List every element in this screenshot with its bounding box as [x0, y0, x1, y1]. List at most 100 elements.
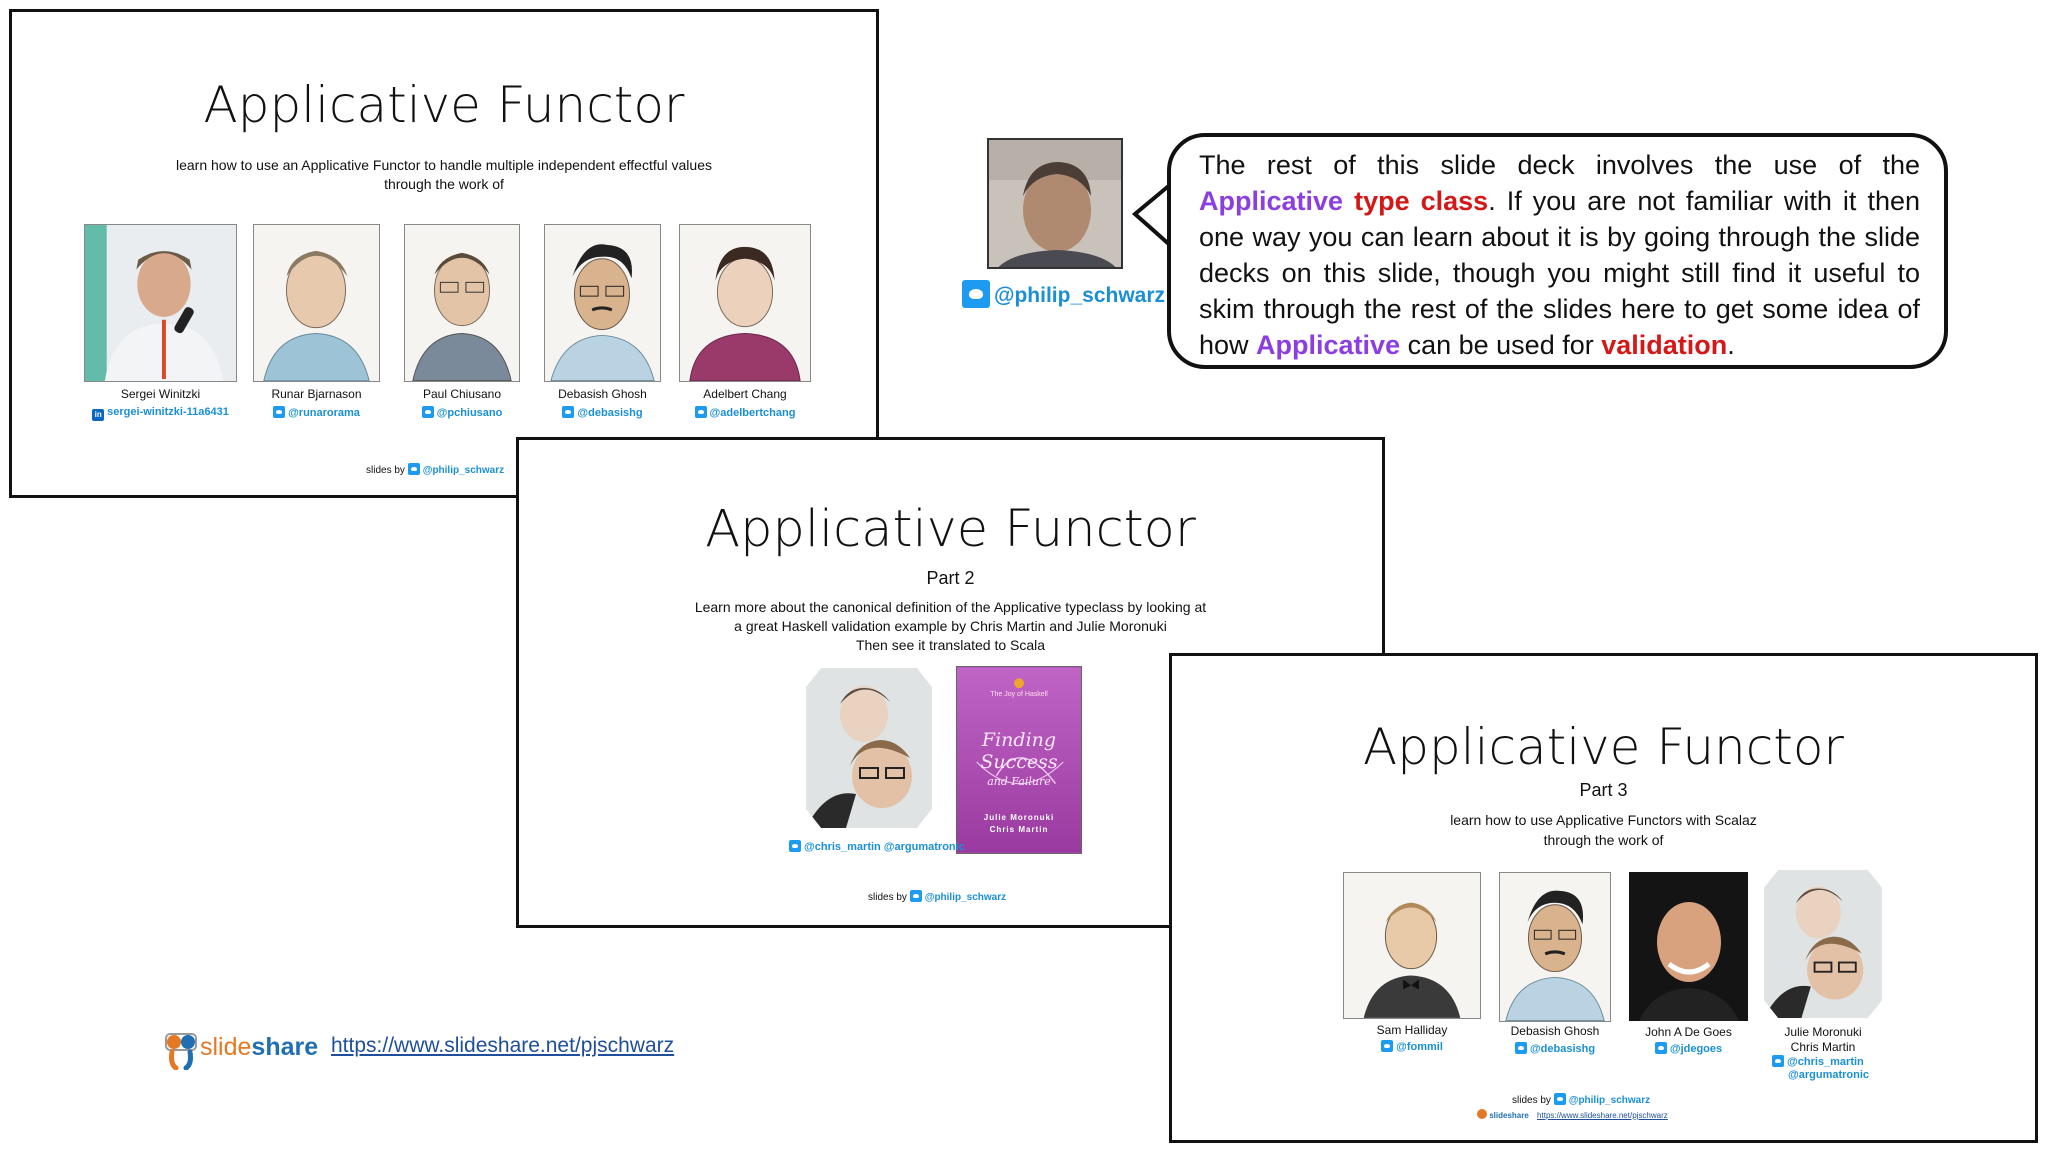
- slides-by-label: slides by: [1512, 1095, 1551, 1106]
- portrait-sergei-winitzki: [84, 224, 237, 382]
- slideshare-logo-icon: [1477, 1109, 1487, 1119]
- slide-subtitle: learn how to use an Applicative Functor …: [12, 156, 876, 194]
- slideshare-mini: slideshare https://www.slideshare.net/pj…: [1477, 1109, 1668, 1120]
- book-author: Julie Moronuki: [983, 813, 1055, 822]
- twitter-icon: [789, 840, 801, 852]
- book-title: Finding Success: [980, 729, 1058, 773]
- slideshare-mini-brand: slideshare: [1489, 1111, 1529, 1120]
- person-name: Runar Bjarnason: [271, 387, 362, 401]
- person-name: Paul Chiusano: [422, 387, 502, 401]
- slide-part3: Applicative Functor Part 3 learn how to …: [1169, 653, 2038, 1143]
- handles-link[interactable]: @chris_martin @argumatronic: [789, 840, 965, 853]
- portrait-paul-chiusano: [404, 224, 520, 382]
- twitter-icon: [909, 890, 922, 902]
- handle-link[interactable]: @jdegoes: [1629, 1042, 1748, 1055]
- twitter-icon: [1654, 1042, 1667, 1054]
- twitter-icon: [421, 406, 434, 418]
- bubble-text-part: can be used for: [1400, 330, 1602, 360]
- slides-by-handle[interactable]: @philip_schwarz: [1568, 1095, 1651, 1106]
- twitter-icon: [1772, 1055, 1784, 1067]
- twitter-icon: [1381, 1040, 1394, 1052]
- portrait-runar-bjarnason: [253, 224, 380, 382]
- slides-by-handle[interactable]: @philip_schwarz: [924, 892, 1007, 903]
- portrait-adelbert-chang: [679, 224, 811, 382]
- linkedin-icon: in: [92, 409, 105, 421]
- bubble-text-part: .: [1727, 330, 1735, 360]
- twitter-icon: [694, 406, 707, 418]
- handle-link[interactable]: @debasishg: [544, 406, 661, 419]
- slideshare-url-link[interactable]: https://www.slideshare.net/pjschwarz: [331, 1034, 675, 1057]
- highlight-applicative: Applicative: [1256, 330, 1401, 360]
- slideshare-mini-url[interactable]: https://www.slideshare.net/pjschwarz: [1537, 1111, 1668, 1120]
- slideshare-brand-part: share: [251, 1033, 319, 1061]
- slides-by: slides by @philip_schwarz: [868, 890, 1006, 903]
- slides-by-label: slides by: [366, 465, 405, 476]
- slideshare-brand-part: slide: [200, 1033, 252, 1061]
- twitter-icon: [273, 406, 286, 418]
- author-photo: [987, 138, 1123, 269]
- slide-description: Learn more about the canonical definitio…: [519, 598, 1382, 655]
- description-line: a great Haskell validation example by Ch…: [734, 618, 1167, 634]
- slideshare-brand: slideshare: [200, 1033, 318, 1062]
- book-cover: The Joy of Haskell Finding Success and F…: [956, 666, 1082, 854]
- person-name: John A De Goes: [1645, 1025, 1732, 1039]
- highlight-type-class: type class: [1354, 186, 1489, 216]
- author-handle-text: @philip_schwarz: [994, 284, 1166, 307]
- handle-text: @chris_martin @argumatronic: [804, 841, 965, 853]
- twitter-icon: [1553, 1093, 1566, 1105]
- author-handle[interactable]: @philip_schwarz: [962, 280, 1165, 308]
- portrait-debasish-ghosh: [1499, 872, 1611, 1022]
- handle-text: sergei-winitzki-11a6431: [107, 406, 229, 418]
- handle-text: @jdegoes: [1669, 1043, 1723, 1055]
- person-name: Sam Halliday: [1376, 1023, 1448, 1037]
- slides-by-label: slides by: [868, 892, 907, 903]
- handle-link[interactable]: @debasishg: [1499, 1042, 1611, 1055]
- handle-text: @debasishg: [1529, 1043, 1596, 1055]
- bubble-text-part: The rest of this slide deck involves the…: [1199, 150, 1920, 180]
- bubble-tail: [1131, 182, 1173, 248]
- slideshare-logo-icon: [165, 1033, 197, 1070]
- person-name: Debasish Ghosh: [558, 387, 647, 401]
- book-series: The Joy of Haskell: [990, 691, 1048, 698]
- slides-by: slides by @philip_schwarz: [1512, 1093, 1650, 1106]
- speech-bubble: The rest of this slide deck involves the…: [1167, 133, 1948, 369]
- bubble-text-part: . If you are not familiar with it then o…: [1199, 186, 1920, 360]
- slide-title: Applicative Functor: [1363, 718, 1844, 776]
- person-name: Julie Moronuki: [1784, 1025, 1862, 1039]
- slide-part-label: Part 3: [1579, 780, 1628, 800]
- slide-description: learn how to use Applicative Functors wi…: [1172, 810, 2035, 850]
- slide-part-label: Part 2: [926, 568, 975, 588]
- bubble-text: The rest of this slide deck involves the…: [1199, 147, 1920, 363]
- slide-title: Applicative Functor: [705, 500, 1196, 559]
- handle-text: @debasishg: [577, 407, 643, 419]
- handle-link[interactable]: @argumatronic: [1788, 1069, 1888, 1081]
- slide-title: Applicative Functor: [203, 76, 685, 134]
- person-name: Adelbert Chang: [703, 387, 787, 401]
- slide-part1: Applicative Functor learn how to use an …: [9, 9, 879, 498]
- highlight-validation: validation: [1601, 330, 1728, 360]
- description-line: learn how to use Applicative Functors wi…: [1450, 812, 1757, 828]
- photo-chris-julie: [806, 668, 932, 828]
- handle-link[interactable]: @adelbertchang: [679, 406, 811, 419]
- handle-text: @fommil: [1396, 1041, 1443, 1053]
- portrait-debasish-ghosh: [544, 224, 661, 382]
- handle-text: @runarorama: [288, 407, 360, 419]
- handle-link[interactable]: @fommil: [1343, 1040, 1481, 1053]
- highlight-applicative: Applicative: [1199, 186, 1344, 216]
- handle-text: @adelbertchang: [709, 407, 796, 419]
- description-line: Then see it translated to Scala: [855, 637, 1046, 653]
- description-line: through the work of: [1543, 832, 1664, 848]
- slides-by-handle[interactable]: @philip_schwarz: [422, 465, 505, 476]
- handle-link[interactable]: @chris_martin: [1772, 1055, 1882, 1068]
- handle-link[interactable]: @runarorama: [253, 406, 380, 419]
- twitter-icon: [962, 280, 990, 308]
- slides-by: slides by @philip_schwarz: [366, 463, 504, 476]
- twitter-icon: [1514, 1042, 1527, 1054]
- person-name: Sergei Winitzki: [120, 387, 201, 401]
- handle-link[interactable]: @pchiusano: [404, 406, 520, 419]
- person-name: Debasish Ghosh: [1510, 1024, 1600, 1038]
- handle-text: @argumatronic: [1788, 1069, 1870, 1081]
- portrait-john-de-goes: [1629, 872, 1748, 1021]
- subtitle-line: through the work of: [384, 176, 504, 192]
